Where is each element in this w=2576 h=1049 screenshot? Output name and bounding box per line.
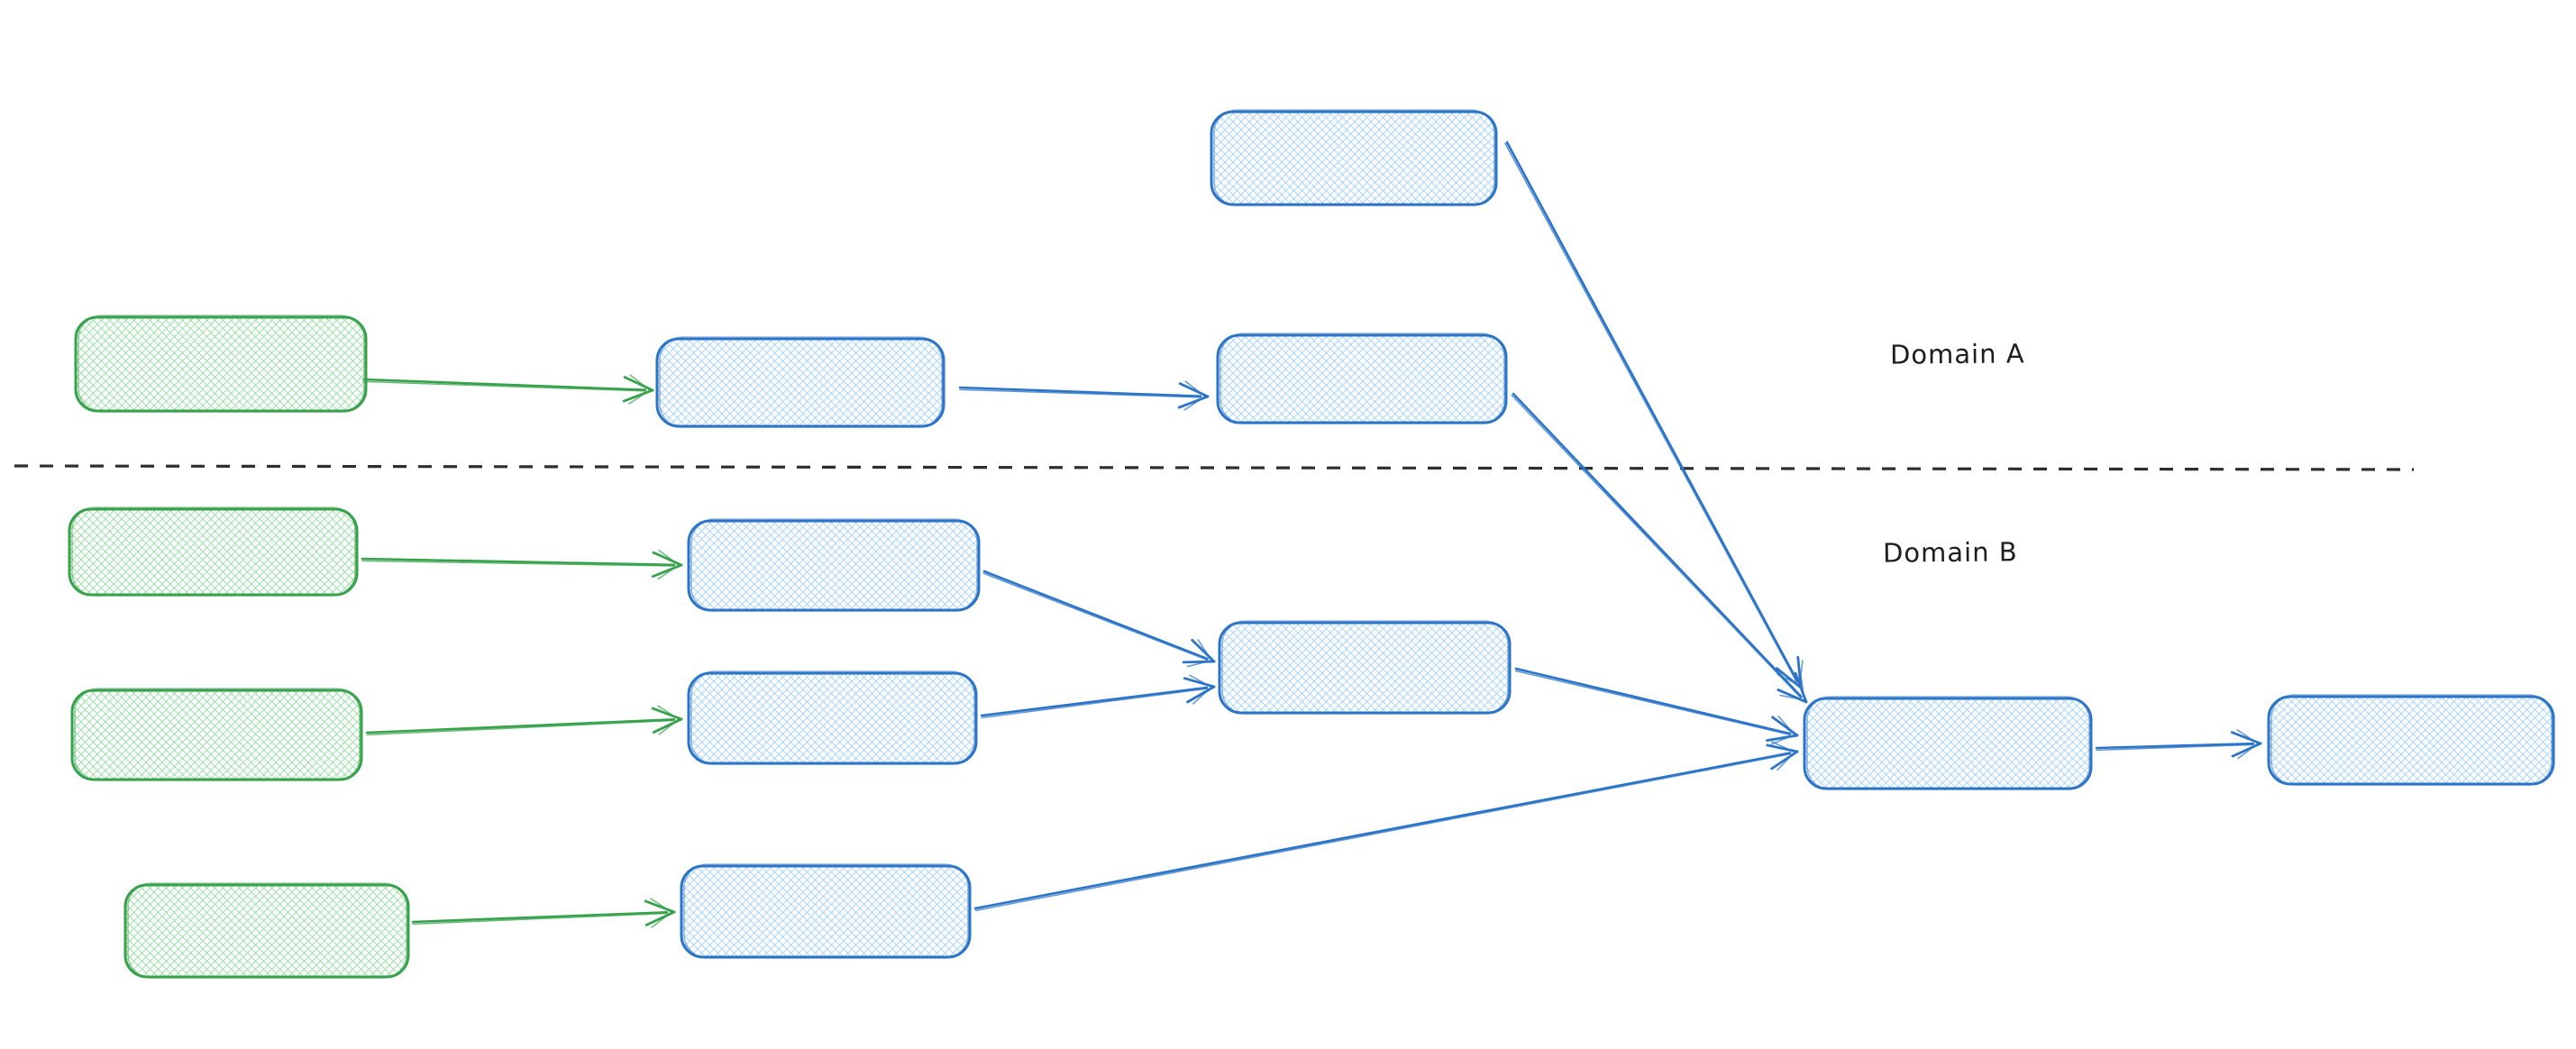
blue-box-merge[interactable] — [1218, 620, 1512, 715]
domain-a-label[interactable]: Domain A — [1889, 338, 2025, 370]
arrow-merge-to-hub[interactable] — [1514, 667, 1799, 745]
green-box-domain-b-2[interactable] — [70, 688, 363, 781]
arrow-hub-to-output[interactable] — [2095, 729, 2262, 760]
green-box-domain-a[interactable] — [74, 315, 368, 413]
green-box-domain-b-3[interactable] — [123, 882, 410, 979]
arrow-b1-to-merge[interactable] — [982, 570, 1216, 668]
arrow-b2-to-merge[interactable] — [980, 674, 1216, 719]
blue-box-hub[interactable] — [1803, 696, 2093, 790]
blue-box-domain-b-3[interactable] — [680, 863, 972, 959]
green-box-domain-b-1[interactable] — [68, 506, 359, 597]
domain-b-label[interactable]: Domain B — [1882, 536, 2018, 569]
arrow-green-a-to-a1[interactable] — [361, 374, 654, 405]
arrow-green-b2-to-b2[interactable] — [365, 705, 683, 736]
blue-box-domain-a-2[interactable] — [1216, 333, 1508, 424]
blue-box-domain-b-2[interactable] — [687, 670, 978, 765]
blue-box-top[interactable] — [1210, 109, 1498, 206]
blue-box-output[interactable] — [2267, 694, 2555, 786]
arrow-b3-to-hub[interactable] — [973, 741, 1799, 912]
arrow-top-to-hub[interactable] — [1504, 141, 1804, 689]
arrow-green-b1-to-b1[interactable] — [361, 549, 683, 580]
arrow-a1-to-a2[interactable] — [958, 380, 1210, 411]
blue-box-domain-a-1[interactable] — [655, 336, 945, 428]
domain-divider-dashed-line[interactable] — [14, 464, 2415, 471]
arrow-green-b3-to-b3[interactable] — [411, 898, 676, 928]
arrow-a2-to-hub[interactable] — [1511, 392, 1808, 704]
blue-box-domain-b-1[interactable] — [687, 518, 981, 612]
